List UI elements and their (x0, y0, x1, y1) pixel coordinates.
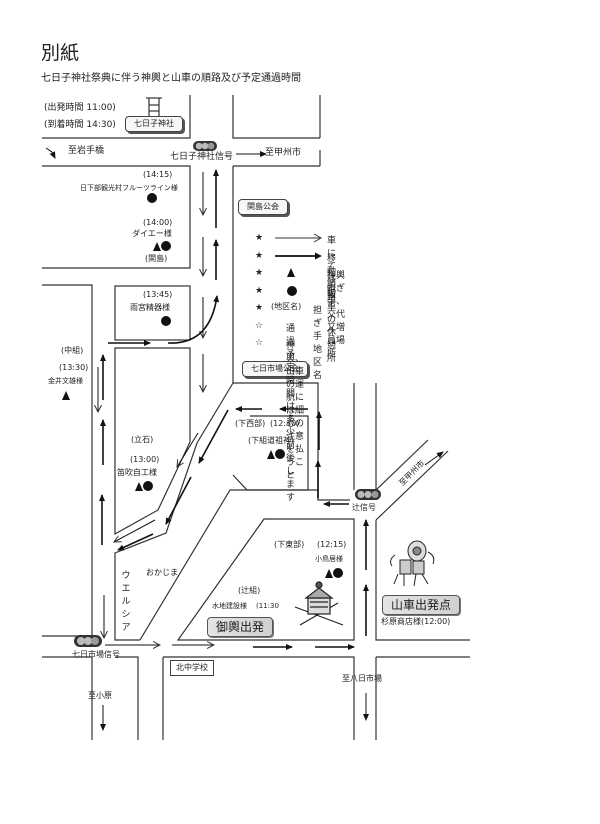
circle-icon (287, 285, 297, 296)
stop-daiei-time: (14:00) (143, 218, 173, 227)
circle-icon (275, 449, 285, 459)
landmark-okajima: おかじま (146, 568, 178, 577)
landmark-welcia: ウエルシア (121, 571, 131, 633)
stop-fuefuki-time: (13:00) (130, 455, 160, 464)
stop-fuefuki-district: (立石) (131, 435, 154, 444)
traffic-signal-icon (355, 489, 381, 500)
route-arrow (167, 295, 220, 344)
direction-iwate-bashi: 至岩手橋 (68, 146, 105, 156)
stop-shimonishi-icons (267, 449, 285, 459)
traffic-signal-icon (74, 635, 102, 647)
stop-shimonishi-time: (12:30) (270, 419, 300, 428)
stop-fuefuki-name: 笛吹自工様 (117, 468, 157, 477)
triangle-icon (153, 241, 161, 251)
signal-tsuji-label: 辻信号 (352, 503, 376, 512)
stop-kusakabe-time: (14:15) (143, 170, 173, 179)
star-icon: ★ (254, 268, 264, 278)
stop-kotori-name: 小鳥居様 (315, 555, 343, 563)
legend-label: 山車の休憩所 (327, 288, 337, 364)
stop-mizuchi-time: (11:30 (256, 602, 279, 610)
stop-shimonishi-name: (下組道祖神) (248, 436, 295, 445)
bold-arrow-icon (275, 251, 335, 264)
stop-amemiya-icons (161, 316, 171, 326)
stop-sugihara-name: 杉原商店様 (381, 617, 421, 626)
triangle-icon (135, 481, 143, 491)
stop-sugihara-time: (12:00) (421, 617, 451, 626)
legend-note-text: 通過予定時間は多少前後します (286, 323, 296, 503)
page-subtitle: 七日子神社祭典に伴う神輿と山車の順路及び予定通過時間 (41, 73, 301, 84)
hall-sekijima: 関島公会 (238, 199, 288, 215)
triangle-icon (62, 391, 70, 400)
circle-icon (161, 316, 171, 326)
direction-koshu-top: 至甲州市 (265, 148, 302, 158)
stop-kanai-time: (13:30) (59, 363, 89, 372)
stop-mizuchi-name: 水地建設様 (212, 602, 247, 610)
stop-kusakabe-name: 日下部観光村フルーツライン様 (80, 184, 178, 192)
shrine-label: 七日子神社 (125, 116, 183, 132)
district-symbol: (地区名) (271, 302, 302, 311)
circle-icon (161, 241, 171, 251)
direction-obara: 至小原 (88, 691, 112, 700)
stop-kanai-icons (62, 391, 70, 400)
triangle-icon (267, 449, 275, 459)
route-arrow (165, 476, 192, 525)
stop-kotori-time: (12:15) (317, 540, 347, 549)
triangle-icon (325, 568, 333, 578)
hall-nanokaichiba: 七日市場公会 (242, 361, 308, 377)
shrine-arrival-time: (到着時間 14:30) (44, 120, 116, 130)
stop-amemiya-name: 雨宮精器様 (130, 303, 170, 312)
legend-label: 神輿担ぎ手、交代又増員場所 (327, 271, 346, 359)
stop-fuefuki-icons (135, 481, 153, 491)
legend-note-text: 神輿、山車の運航には細心の注意を払うこと (286, 341, 305, 481)
mikoshi-start-label: 御輿出発 (207, 617, 274, 637)
landmark-kitachu: 北中学校 (170, 660, 214, 676)
stop-kusakabe-icons (147, 193, 157, 203)
route-arrow (117, 533, 154, 551)
circle-icon (143, 481, 153, 491)
dashi-start-label: 山車出発点 (382, 595, 461, 615)
dashi-illustration (390, 540, 435, 587)
signal-nanokago-label: 七日子神社信号 (170, 152, 234, 162)
stop-mizuchi-district: (辻組) (238, 586, 261, 595)
car-arrow (114, 519, 156, 542)
route-arrows (45, 147, 444, 731)
page-title: 別紙 (41, 42, 80, 64)
stop-daiei-name: ダイエー様 (132, 229, 172, 238)
iwate-arrow (45, 147, 56, 159)
star-icon: ★ (254, 303, 264, 313)
legend-label: 移動順路 (327, 253, 337, 303)
white-star-icon: ☆ (254, 320, 264, 331)
car-arrow (177, 432, 199, 467)
stop-kotori-icons (325, 568, 343, 578)
circle-icon (147, 193, 157, 203)
circle-icon (333, 568, 343, 578)
legend-label: 車にて移動 (327, 236, 337, 298)
star-icon: ★ (254, 233, 264, 243)
mikoshi-illustration (294, 581, 344, 626)
stop-daiei-district: (関島) (145, 254, 168, 263)
triangle-icon (287, 268, 295, 277)
stop-shimonishi-district: (下西部) (235, 419, 266, 428)
dir-arrow (424, 451, 444, 466)
shrine-departure-time: (出発時間 11:00) (44, 103, 116, 113)
route-arrow (198, 409, 229, 464)
thin-arrow-icon (275, 233, 335, 246)
stop-amemiya-time: (13:45) (143, 290, 173, 299)
torii-icon (146, 97, 162, 118)
stop-kanai-name: 金井文雄様 (48, 377, 83, 385)
signal-nanokaichiba-label: 七日市場信号 (72, 650, 120, 659)
white-star-icon: ☆ (254, 338, 264, 348)
direction-yokaichiba: 至八日市場 (342, 674, 382, 683)
star-icon: ★ (254, 285, 264, 296)
traffic-signal-icon (193, 141, 217, 151)
stop-daiei-icons (153, 241, 171, 251)
stop-kotori-district: (下東部) (274, 540, 305, 549)
star-icon: ★ (254, 250, 264, 261)
legend-label: 担ぎ手地区名 (313, 306, 323, 381)
stop-kanai-district: (中組) (61, 346, 84, 355)
